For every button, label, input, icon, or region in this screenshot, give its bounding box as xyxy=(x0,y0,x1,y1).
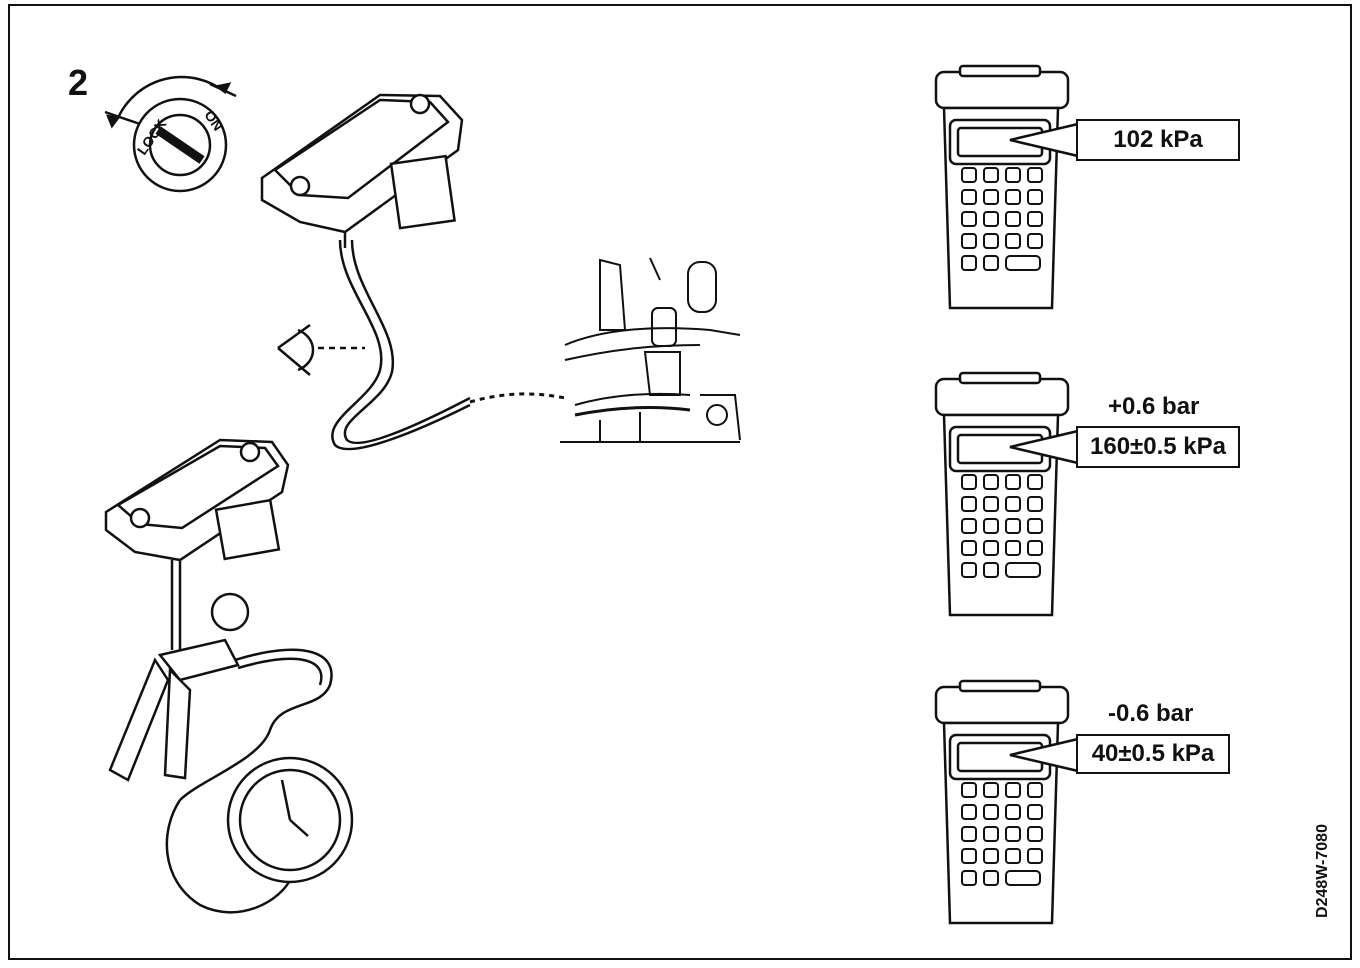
step-number: 2 xyxy=(68,62,89,103)
engine-intake-icon xyxy=(560,257,741,443)
map-sensor-icon xyxy=(104,438,290,562)
hose-icon xyxy=(331,239,566,451)
map-sensor-icon xyxy=(260,93,464,248)
scanner-reading-3: 40±0.5 kPa xyxy=(1076,734,1230,774)
scan-tool-icon xyxy=(934,371,1080,617)
pressure-gauge-icon xyxy=(226,756,354,884)
scanner-condition-3: -0.6 bar xyxy=(1108,700,1194,727)
figure-code: D248W-7080 xyxy=(1310,812,1336,930)
ignition-switch-icon: LOCK ON xyxy=(104,75,237,193)
scan-tool-icon xyxy=(934,679,1080,925)
figure-frame xyxy=(8,4,1352,960)
vacuum-pump-icon xyxy=(108,560,333,914)
figure-code-text: D248W-7080 xyxy=(1314,824,1331,918)
scanner-reading-2: 160±0.5 kPa xyxy=(1076,426,1240,468)
eye-icon xyxy=(277,323,365,376)
scanner-condition-2: +0.6 bar xyxy=(1108,393,1200,420)
scan-tool-icon xyxy=(934,64,1080,310)
scanner-reading-1: 102 kPa xyxy=(1076,119,1240,161)
